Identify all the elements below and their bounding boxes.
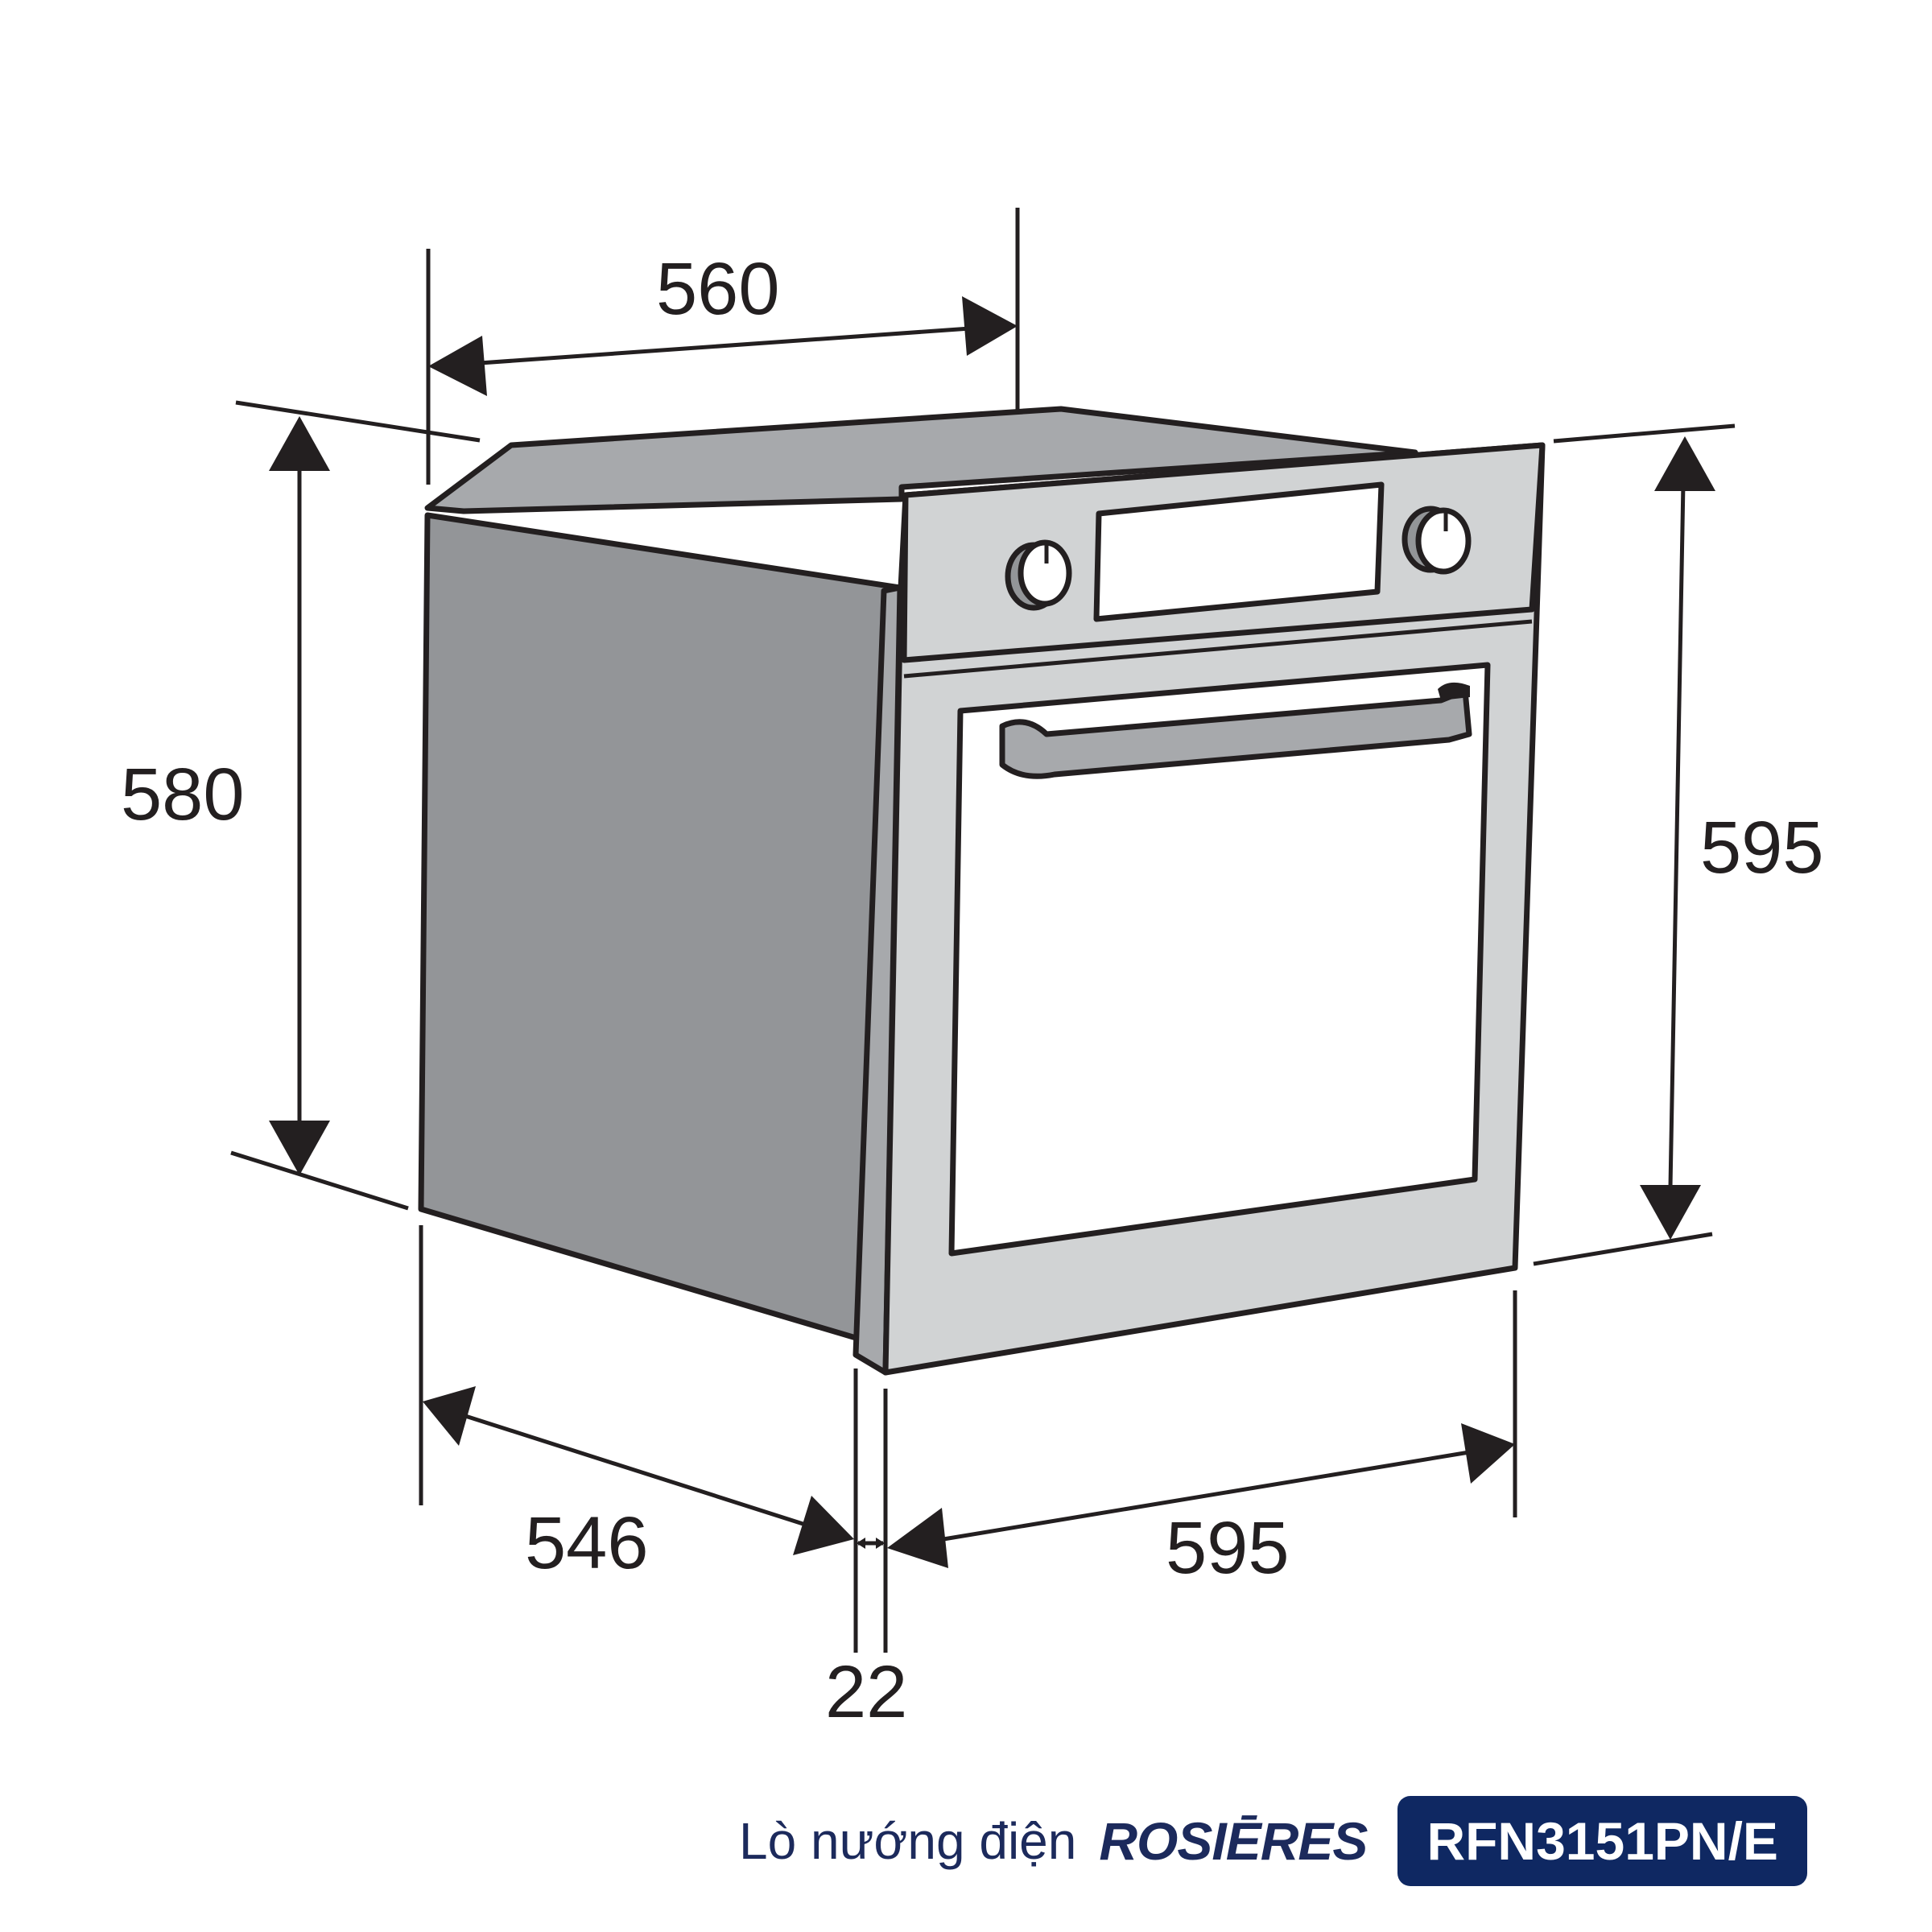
arrowhead-right-up — [1654, 436, 1715, 491]
arrowhead-front-left — [887, 1508, 948, 1568]
product-footer: Lò nướng điện ROSIĒRES RFN3151PN/E — [739, 1796, 1807, 1886]
right-knob — [1402, 506, 1472, 575]
arrowhead-top-left — [428, 336, 487, 396]
dim-right-height-label: 595 — [1700, 807, 1824, 889]
dim-front-width-label: 595 — [1166, 1507, 1290, 1589]
door-glass — [948, 662, 1491, 1257]
arrowhead-door-left — [857, 1538, 865, 1549]
dim-door-thickness-label: 22 — [825, 1651, 907, 1733]
display-window — [1093, 481, 1385, 622]
left-knob — [1005, 539, 1072, 611]
arrowhead-door-right — [876, 1538, 885, 1549]
door-handle-end — [1438, 682, 1470, 700]
arrowhead-depth-right — [793, 1496, 854, 1555]
dim-left-height-label: 580 — [121, 753, 245, 836]
arrowhead-right-down — [1640, 1185, 1701, 1240]
arrowhead-left-down — [269, 1121, 330, 1175]
oven-illustration — [418, 406, 1546, 1376]
arrowhead-left-up — [269, 416, 330, 471]
extension-lines — [230, 208, 1736, 1653]
arrowhead-top-right — [962, 296, 1018, 356]
oven-top-panel — [424, 406, 1418, 514]
arrowhead-depth-left — [423, 1386, 476, 1446]
brand-logo: ROSIĒRES — [1099, 1811, 1368, 1871]
dim-top-width-label: 560 — [656, 248, 780, 330]
dimension-lines — [269, 296, 1715, 1568]
product-caption: Lò nướng điện — [739, 1812, 1077, 1870]
oven-side-panel — [418, 512, 903, 1349]
arrowhead-front-right — [1461, 1423, 1515, 1484]
dim-depth-label: 546 — [525, 1502, 649, 1584]
control-panel-groove — [903, 619, 1533, 679]
model-badge: RFN3151PN/E — [1397, 1796, 1807, 1886]
door-handle — [999, 687, 1472, 779]
